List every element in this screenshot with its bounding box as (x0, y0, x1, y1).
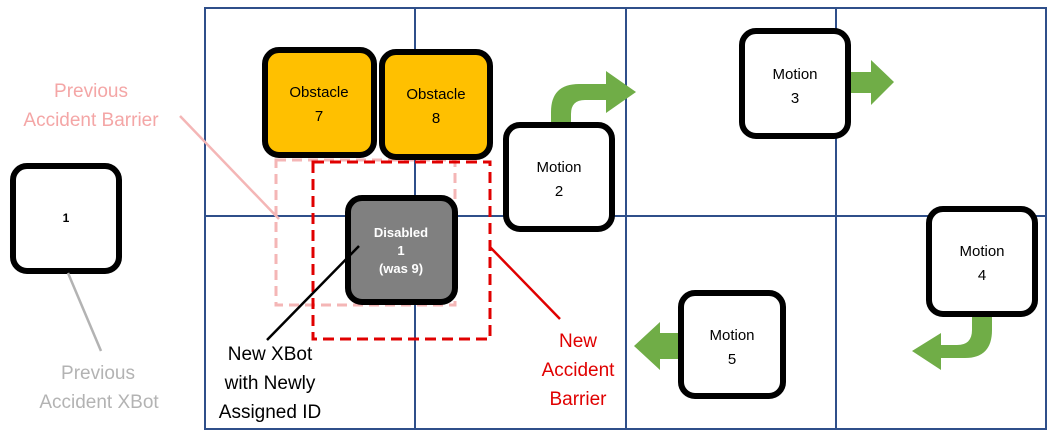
new-accident-barrier (311, 160, 492, 341)
motion-arrow-up-right-icon (551, 71, 636, 125)
new-xbot-label-line2: with Newly (224, 373, 316, 394)
disabled-id: 1 (397, 243, 404, 258)
new-xbot-leader-line (266, 245, 360, 341)
motion-label: Motion (536, 159, 581, 176)
motion-xbot-4[interactable]: Motion 4 (926, 206, 1038, 317)
motion-xbot-5[interactable]: Motion 5 (678, 290, 786, 399)
previous-xbot-label-line1: Previous (61, 363, 135, 384)
new-barrier-leader-line (489, 246, 561, 320)
obstacle-id: 8 (432, 110, 440, 127)
disabled-label: Disabled (374, 225, 428, 240)
motion-xbot-3[interactable]: Motion 3 (739, 28, 851, 139)
obstacle-label: Obstacle (289, 84, 348, 101)
disabled-old-id: (was 9) (379, 261, 423, 276)
previous-accident-barrier (274, 158, 457, 307)
motion-id: 4 (978, 267, 986, 284)
motion-arrow-down-left-icon (912, 316, 992, 370)
previous-barrier-leader-line (179, 115, 280, 220)
motion-label: Motion (772, 66, 817, 83)
previous-barrier-label-line2: Accident Barrier (23, 110, 159, 131)
obstacle-label: Obstacle (406, 86, 465, 103)
motion-arrow-left-icon (634, 322, 683, 370)
disabled-xbot[interactable]: Disabled 1 (was 9) (345, 195, 458, 305)
motion-id: 2 (555, 183, 563, 200)
obstacle-id: 7 (315, 108, 323, 125)
new-barrier-label-line2: Accident (542, 360, 616, 381)
motion-arrow-right-icon (851, 60, 894, 105)
previous-xbot-label-line2: Accident XBot (39, 392, 159, 413)
previous-xbot[interactable]: 1 (10, 163, 122, 274)
motion-xbot-2[interactable]: Motion 2 (503, 122, 615, 232)
new-barrier-label-line3: Barrier (549, 389, 607, 410)
motion-id: 3 (791, 90, 799, 107)
obstacle-8[interactable]: Obstacle 8 (379, 49, 493, 160)
new-xbot-label-line1: New XBot (228, 344, 313, 365)
previous-barrier-label-line1: Previous (54, 81, 128, 102)
obstacle-7[interactable]: Obstacle 7 (262, 47, 377, 158)
previous-xbot-leader-line (66, 272, 103, 352)
new-barrier-label-line1: New (559, 331, 597, 352)
motion-label: Motion (709, 327, 754, 344)
previous-xbot-id: 1 (63, 211, 70, 225)
motion-label: Motion (959, 243, 1004, 260)
new-xbot-label-line3: Assigned ID (219, 402, 321, 423)
motion-id: 5 (728, 351, 736, 368)
